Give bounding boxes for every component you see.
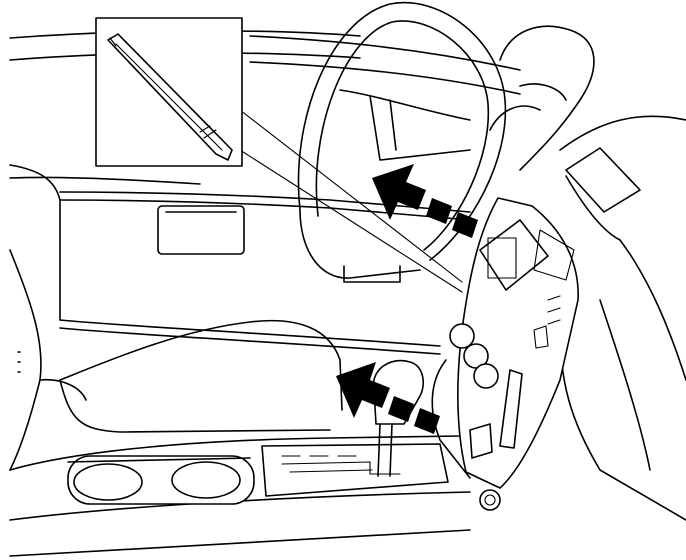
door-panel: [10, 250, 86, 470]
dashed-removal-arrow-icon: [372, 164, 478, 238]
steering-wheel: [298, 3, 505, 282]
center-console: [10, 321, 470, 556]
dash-vent: [158, 206, 244, 254]
center-stack-panel: [432, 198, 578, 510]
dashboard-outline: [10, 31, 520, 354]
inset-box: [96, 18, 242, 166]
